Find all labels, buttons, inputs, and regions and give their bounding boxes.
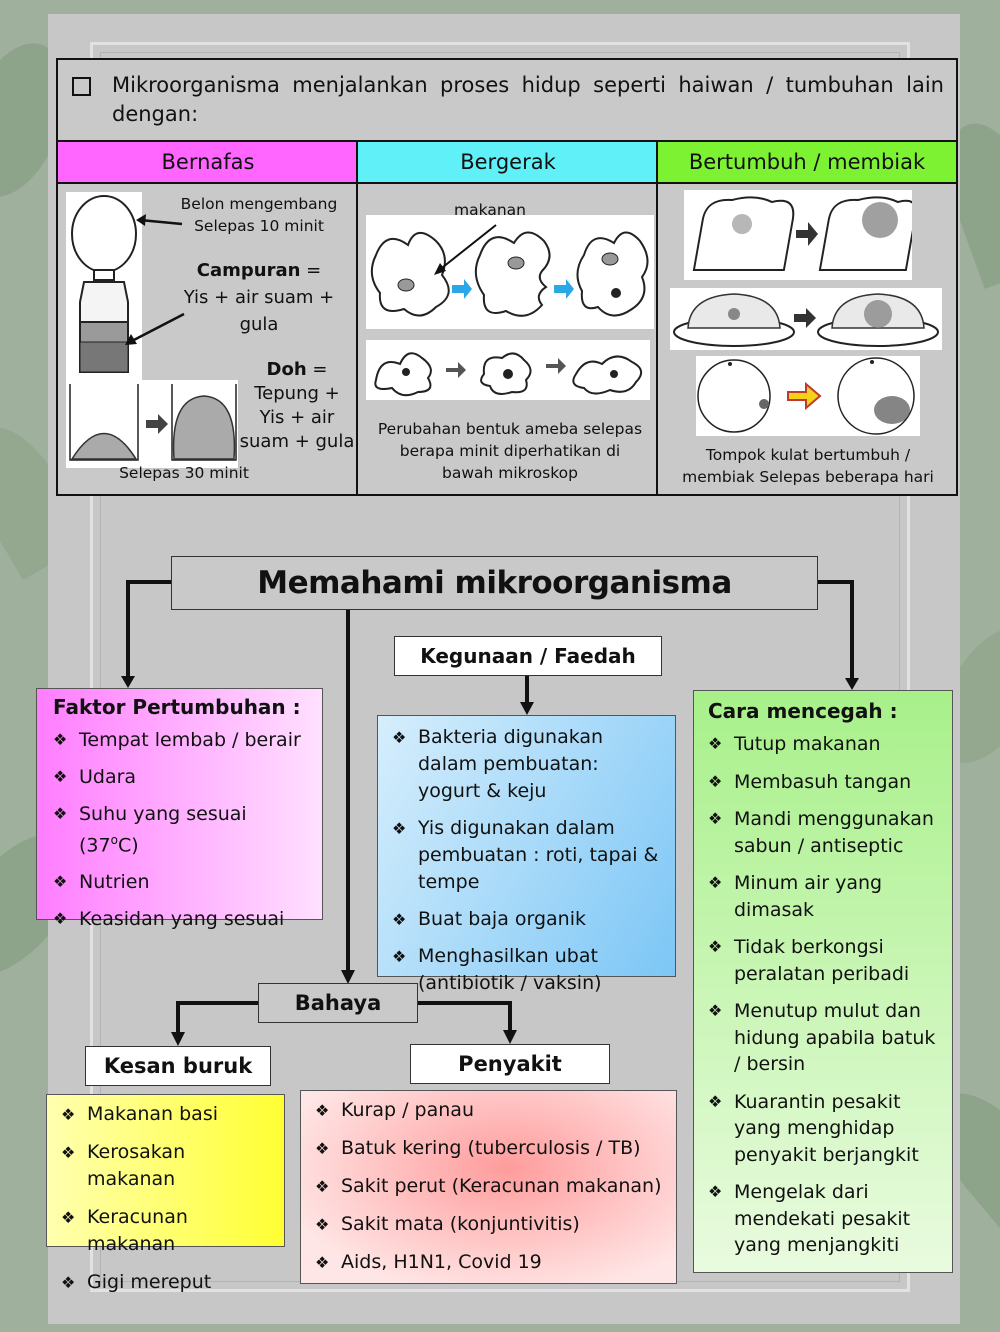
checkbox-bullet-icon [72, 77, 91, 96]
kesan-list: Makanan basi Kerosakan makanan Keracunan… [61, 1101, 274, 1296]
list-item: Batuk kering (tuberculosis / TB) [315, 1135, 666, 1162]
food-label: makanan [454, 201, 526, 219]
list-item: Membasuh tangan [708, 769, 942, 796]
intro-text: Mikroorganisma menjalankan proses hidup … [112, 73, 944, 126]
list-item: Tidak berkongsi peralatan peribadi [708, 934, 942, 987]
faktor-list: Tempat lembab / berair Udara Suhu yang s… [53, 727, 312, 932]
list-item: Menghasilkan ubat (antibiotik / vaksin) [392, 943, 665, 997]
cara-title: Cara mencegah : [708, 699, 898, 723]
list-item: Kuarantin pesakit yang menghidap penyaki… [708, 1089, 942, 1169]
header-bernafas: Bernafas [58, 142, 358, 184]
list-item: Bakteria digunakan dalam pembuatan: yogu… [392, 724, 665, 805]
list-item: Suhu yang sesuai (37oC) [53, 801, 312, 858]
list-item: Aids, H1N1, Covid 19 [315, 1249, 666, 1276]
list-item: Sakit perut (Keracunan makanan) [315, 1173, 666, 1200]
cara-box: Cara mencegah : Tutup makanan Membasuh t… [693, 690, 953, 1273]
mixture-description: Campuran = Yis + air suam + gula [183, 260, 335, 335]
dough-description: Doh = Tepung + Yis + air suam + gula [239, 359, 355, 452]
dough-caption: Selepas 30 minit [119, 464, 249, 482]
list-item: Nutrien [53, 869, 312, 895]
list-item: Gigi mereput [61, 1269, 274, 1296]
kesan-title: Kesan buruk [85, 1046, 271, 1086]
list-item: Kerosakan makanan [61, 1139, 274, 1193]
kegunaan-box: Bakteria digunakan dalam pembuatan: yogu… [377, 715, 676, 994]
arrow-icon [125, 312, 185, 345]
dough-rise-illustration [66, 380, 238, 468]
list-item: Sakit mata (konjuntivitis) [315, 1211, 666, 1238]
amoeba-feeding-illustration [366, 215, 654, 329]
list-item: Makanan basi [61, 1101, 274, 1128]
map-title: Memahami mikroorganisma [171, 556, 818, 610]
list-item: Menutup mulut dan hidung apabila batuk /… [708, 998, 942, 1078]
kegunaan-list: Bakteria digunakan dalam pembuatan: yogu… [392, 724, 665, 997]
list-item: Tempat lembab / berair [53, 727, 312, 753]
decorative-frame [90, 42, 910, 1292]
balloon-bottle-illustration [66, 192, 142, 382]
column-divider [356, 142, 358, 494]
cara-list: Tutup makanan Membasuh tangan Mandi meng… [708, 731, 942, 1259]
penyakit-list: Kurap / panau Batuk kering (tuberculosis… [315, 1097, 666, 1276]
arrow-icon [136, 214, 183, 226]
list-item: Keracunan makanan [61, 1204, 274, 1258]
list-item: Kurap / panau [315, 1097, 666, 1124]
amoeba-shape-change-illustration [366, 340, 650, 400]
list-item: Minum air yang dimasak [708, 870, 942, 923]
list-item: Tutup makanan [708, 731, 942, 758]
balloon-caption: Belon mengembang Selepas 10 minit [180, 195, 338, 235]
mould-caption: Tompok kulat bertumbuh / membiak Selepas… [682, 446, 934, 486]
mould-rice-illustration [670, 288, 942, 350]
header-bergerak: Bergerak [358, 142, 658, 184]
faktor-box: Faktor Pertumbuhan : Tempat lembab / ber… [36, 688, 323, 932]
intro-row: Mikroorganisma menjalankan proses hidup … [58, 60, 956, 142]
mould-bread-illustration [684, 190, 912, 280]
mould-agar-plate-illustration [696, 356, 920, 436]
kegunaan-title: Kegunaan / Faedah [394, 636, 662, 676]
process-table: Mikroorganisma menjalankan proses hidup … [56, 58, 958, 496]
list-item: Yis digunakan dalam pembuatan : roti, ta… [392, 815, 665, 896]
penyakit-box: Kurap / panau Batuk kering (tuberculosis… [300, 1090, 677, 1284]
kesan-box: Makanan basi Kerosakan makanan Keracunan… [46, 1094, 285, 1296]
header-bertumbuh: Bertumbuh / membiak [658, 142, 956, 184]
list-item: Udara [53, 764, 312, 790]
list-item: Keasidan yang sesuai [53, 906, 312, 932]
amoeba-caption: Perubahan bentuk ameba selepas berapa mi… [377, 420, 643, 482]
list-item: Mandi menggunakan sabun / antiseptic [708, 806, 942, 859]
bahaya-title: Bahaya [258, 983, 418, 1023]
penyakit-title: Penyakit [410, 1044, 610, 1084]
column-divider [656, 142, 658, 494]
list-item: Mengelak dari mendekati pesakit yang men… [708, 1179, 942, 1259]
list-item: Buat baja organik [392, 906, 665, 933]
faktor-title: Faktor Pertumbuhan : [53, 695, 301, 719]
